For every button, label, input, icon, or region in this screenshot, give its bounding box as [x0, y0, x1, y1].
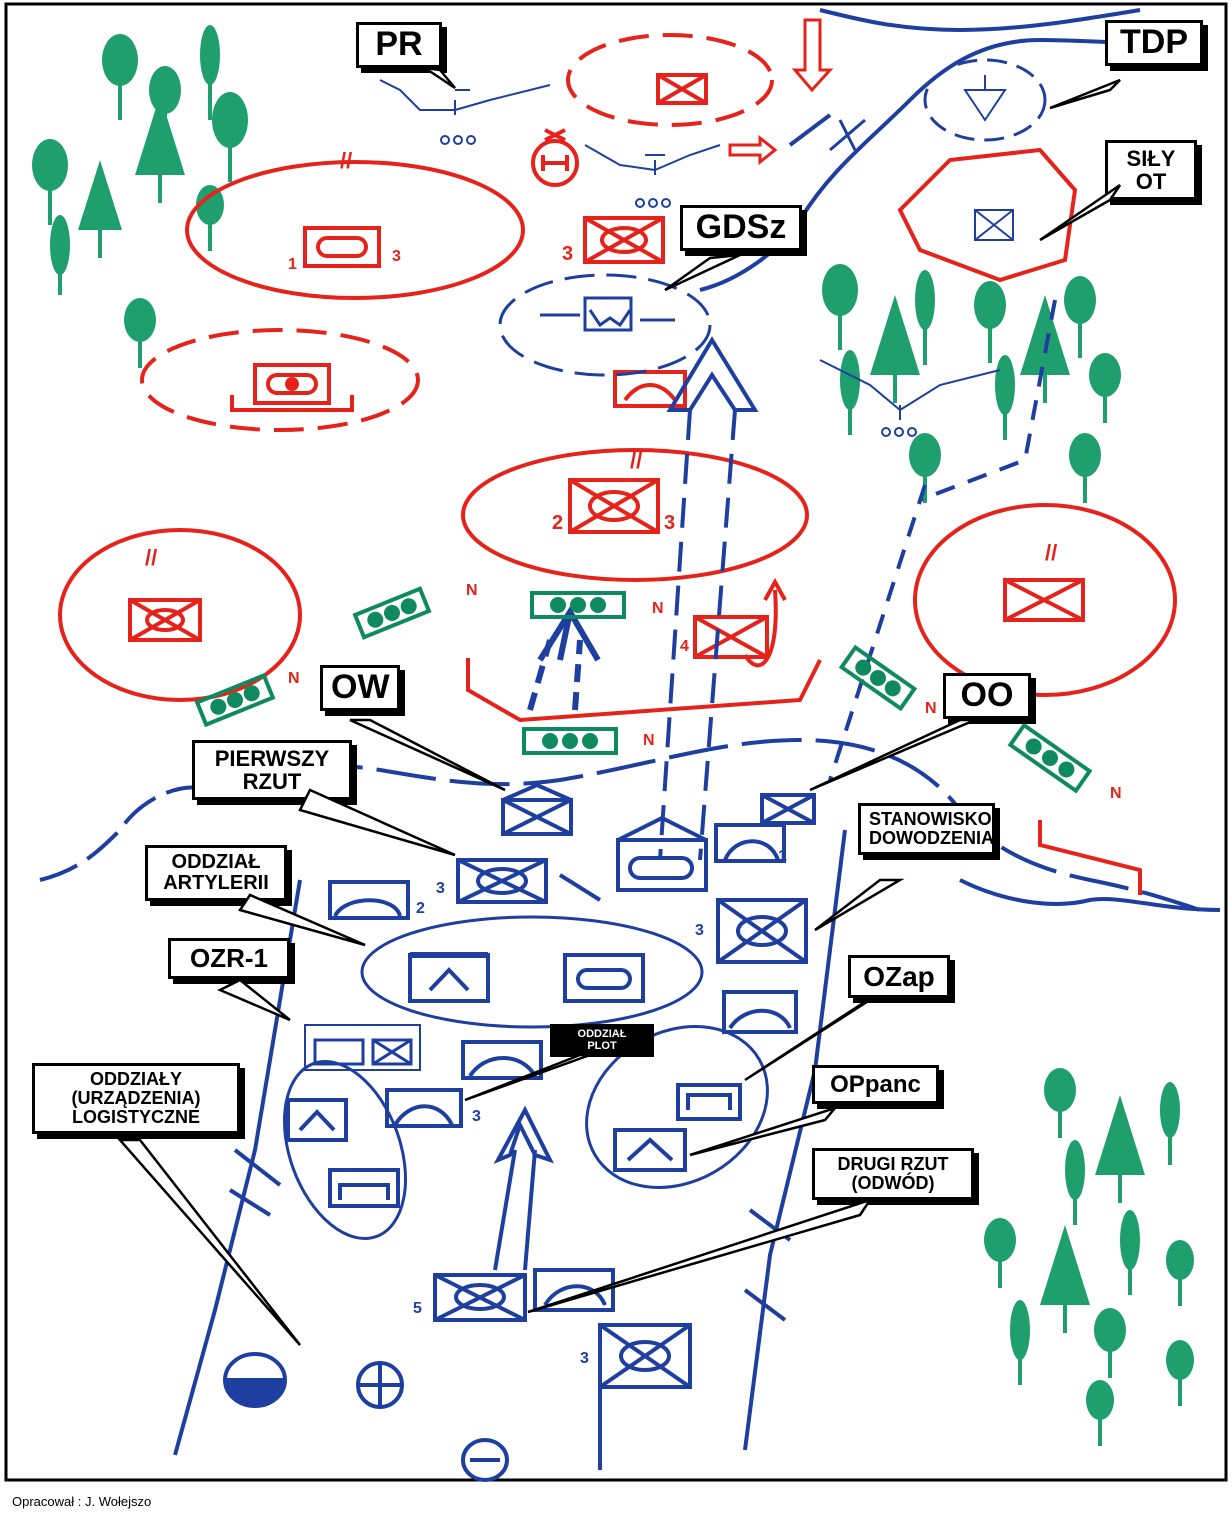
- enemy-units: [128, 73, 1085, 668]
- unit-number: 1: [778, 848, 787, 865]
- map-frame: [4, 2, 1228, 1482]
- unit-number: 3: [392, 248, 401, 265]
- minefield-label: N: [652, 600, 664, 617]
- unit-number: 4: [680, 638, 689, 655]
- unit-number: 3: [695, 922, 704, 939]
- callout-sily-ot: SIŁY OT: [1105, 140, 1197, 201]
- unit-number: 3: [664, 512, 676, 534]
- echelon-mark: //: [1045, 540, 1058, 565]
- callout-pierwszy-rzut: PIERWSZY RZUT: [192, 740, 352, 801]
- unit-number: 3: [562, 243, 574, 265]
- minefield-label: N: [1110, 785, 1122, 802]
- callout-tdp: TDP: [1105, 20, 1203, 66]
- minefield-label: N: [288, 670, 300, 687]
- callout-ozap: OZap: [848, 955, 950, 999]
- forest-icon: [32, 25, 1194, 1446]
- unit-number: 3: [472, 1108, 481, 1125]
- callout-oppanc: OPpanc: [812, 1065, 939, 1105]
- minefield-label: N: [643, 732, 655, 749]
- callout-gdsz: GDSz: [680, 205, 802, 251]
- gdsz-area: [498, 273, 712, 377]
- recon-patrols: [379, 58, 1047, 437]
- unit-number: 2: [552, 512, 564, 534]
- callout-oddzial-plot: ODDZIAŁ PLOT: [550, 1024, 654, 1058]
- unit-number: 1: [288, 256, 297, 273]
- minefields: [194, 586, 1093, 794]
- callout-ozr1: OZR-1: [168, 938, 290, 980]
- unit-number: 2: [416, 900, 425, 917]
- minefield-label: N: [925, 700, 937, 717]
- echelon-mark: //: [145, 545, 158, 570]
- unit-number: 3: [580, 1350, 589, 1367]
- callout-ow: OW: [320, 665, 400, 711]
- enemy-arrows: [728, 18, 834, 166]
- echelon-mark: //: [340, 148, 353, 173]
- callout-oo: OO: [943, 673, 1031, 719]
- credit-label: Opracował : J. Wołejszo: [12, 1494, 152, 1509]
- unit-number: 3: [436, 880, 445, 897]
- logistics-fill: [225, 1380, 285, 1406]
- minefield-label: N: [466, 582, 478, 599]
- callout-logistyczne: ODDZIAŁY (URZĄDZENIA) LOGISTYCZNE: [32, 1063, 240, 1134]
- callout-oddzial-artylerii: ODDZIAŁ ARTYLERII: [145, 845, 287, 901]
- unit-number: 5: [413, 1300, 422, 1317]
- callout-drugi-rzut: DRUGI RZUT (ODWÓD): [812, 1148, 974, 1200]
- echelon-mark: //: [630, 448, 643, 473]
- attack-arrow: [493, 299, 1057, 1271]
- callout-pr: PR: [356, 22, 442, 68]
- callout-stanowisko-dowodzenia: STANOWISKO DOWODZENIA: [858, 803, 995, 855]
- enemy-areas: [58, 33, 1177, 895]
